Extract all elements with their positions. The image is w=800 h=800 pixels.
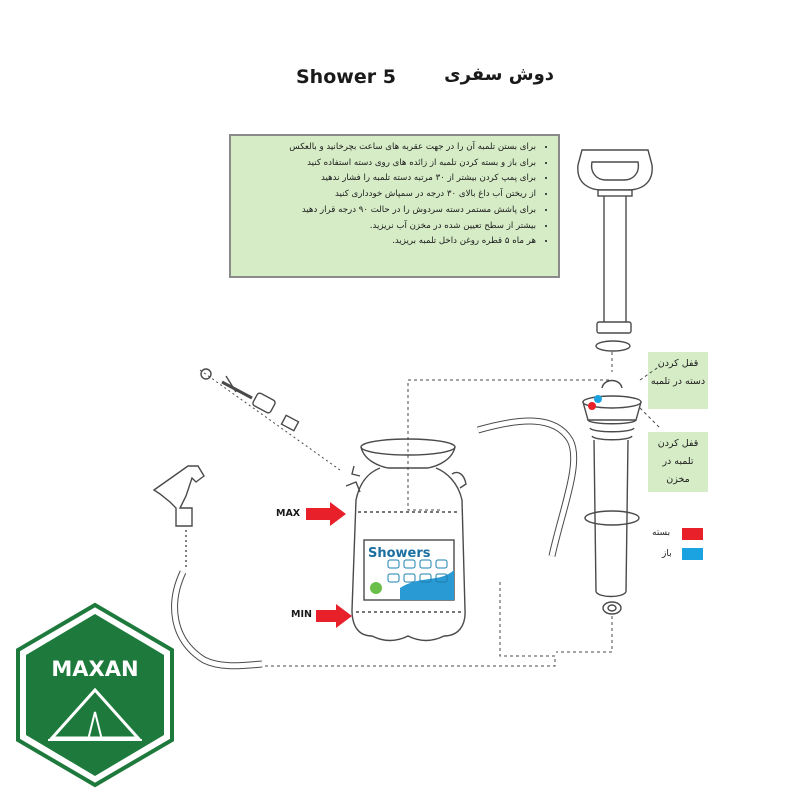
max-arrow-icon	[306, 502, 346, 526]
min-arrow-icon	[316, 604, 352, 628]
maxan-logo: MAXAN X	[16, 602, 174, 788]
tank-brand-text: Showers	[368, 546, 431, 561]
max-level-label: MAX	[276, 508, 301, 519]
shower-head	[152, 465, 205, 568]
callout-lock-pump-in-tank: قفل کردن تلمبه در مخزن	[648, 432, 708, 492]
legend-open-label: باز	[662, 549, 672, 559]
tank-label-graphic	[370, 559, 454, 600]
logo-wordmark: MAXAN	[51, 657, 138, 681]
legend-closed-label: بسته	[652, 528, 671, 538]
pump-cylinder	[582, 379, 642, 615]
pump-handle	[577, 149, 653, 352]
instructions-panel: برای بستن تلمبه آن را در جهت عقربه های س…	[229, 134, 560, 278]
instructions-list: برای بستن تلمبه آن را در جهت عقربه های س…	[239, 140, 550, 250]
instruction-item: از ریختن آب داغ بالای ۳۰ درجه در سمپاش خ…	[239, 187, 536, 203]
callout-lock-handle-in-pump: قفل کردن دسته در تلمبه	[648, 352, 708, 409]
instruction-item: برای پمپ کردن بیشتر از ۳۰ مرتبه دسته تلم…	[239, 171, 536, 187]
instruction-item: بیشتر از سطح تعیین شده در مخزن آب نریزید…	[239, 219, 536, 235]
product-title: Shower 5	[296, 66, 396, 88]
min-level-label: MIN	[291, 609, 312, 620]
product-title-persian: دوش سفری	[444, 64, 554, 85]
lock-closed-marker	[588, 402, 596, 410]
legend-open-swatch	[682, 548, 703, 560]
legend-closed-swatch	[682, 528, 703, 540]
instruction-item: برای باز و بسته کردن تلمبه از زائده های …	[239, 156, 536, 172]
instruction-item: برای پاشش مستمر دسته سردوش را در حالت ۹۰…	[239, 203, 536, 219]
hose	[171, 417, 578, 670]
instruction-item: هر ماه ۵ قطره روغن داخل تلمبه بریزید.	[239, 234, 536, 250]
water-tank	[345, 438, 467, 642]
tent-icon	[48, 687, 142, 740]
connection-lines	[265, 352, 661, 667]
lock-open-marker	[594, 395, 602, 403]
instruction-item: برای بستن تلمبه آن را در جهت عقربه های س…	[239, 140, 536, 156]
nozzle-parts	[199, 368, 341, 471]
